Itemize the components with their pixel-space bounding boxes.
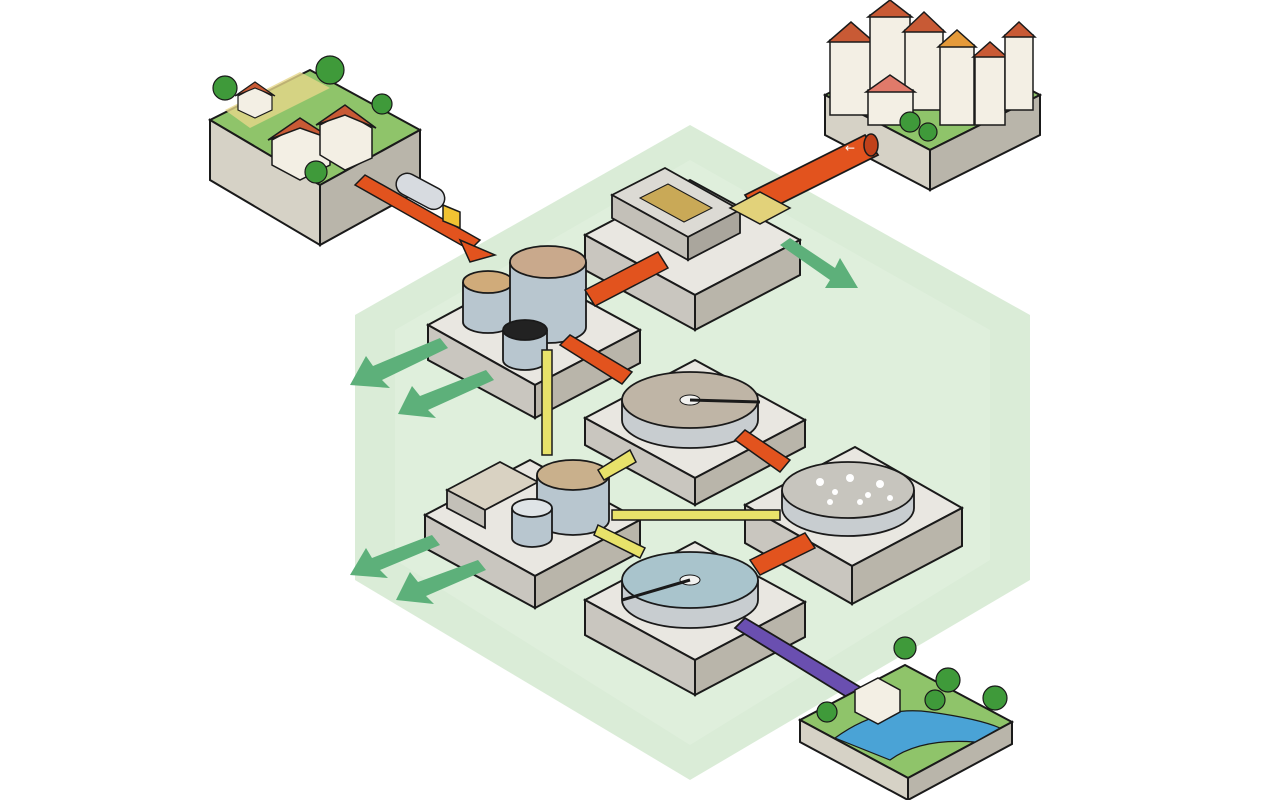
aeration-tank-icon — [781, 461, 915, 537]
outflow-arrow — [396, 560, 486, 604]
outflow-arrow — [350, 338, 448, 388]
raw-sewage-pipe — [583, 251, 670, 307]
tanker-truck-icon — [353, 172, 498, 263]
farm-block — [207, 55, 423, 247]
river-outfall — [797, 636, 1015, 800]
outflow-arrow — [398, 370, 494, 418]
raw-sewage-pipe — [748, 532, 817, 576]
round-clarifier-icon — [621, 551, 759, 629]
tree-icon — [212, 55, 393, 184]
outflow-arrow — [350, 535, 440, 578]
town-buildings-icon — [825, 0, 1037, 126]
raw-sewage-pipe — [733, 429, 792, 474]
outflow-arrow — [780, 238, 858, 288]
sludge-treatment — [422, 458, 643, 610]
sludge-pipe — [541, 349, 781, 560]
digester-icon — [445, 459, 610, 548]
aeration-tank — [742, 445, 965, 606]
silo-tanks-icon — [462, 245, 587, 371]
bar-screen-icon — [610, 166, 792, 262]
round-clarifier-icon — [621, 371, 761, 449]
svg-text:←: ← — [845, 141, 855, 155]
raw-sewage-pipe: ← — [743, 133, 880, 217]
raw-sewage-pipe — [558, 334, 634, 385]
river-outfall-icon — [833, 677, 1002, 761]
